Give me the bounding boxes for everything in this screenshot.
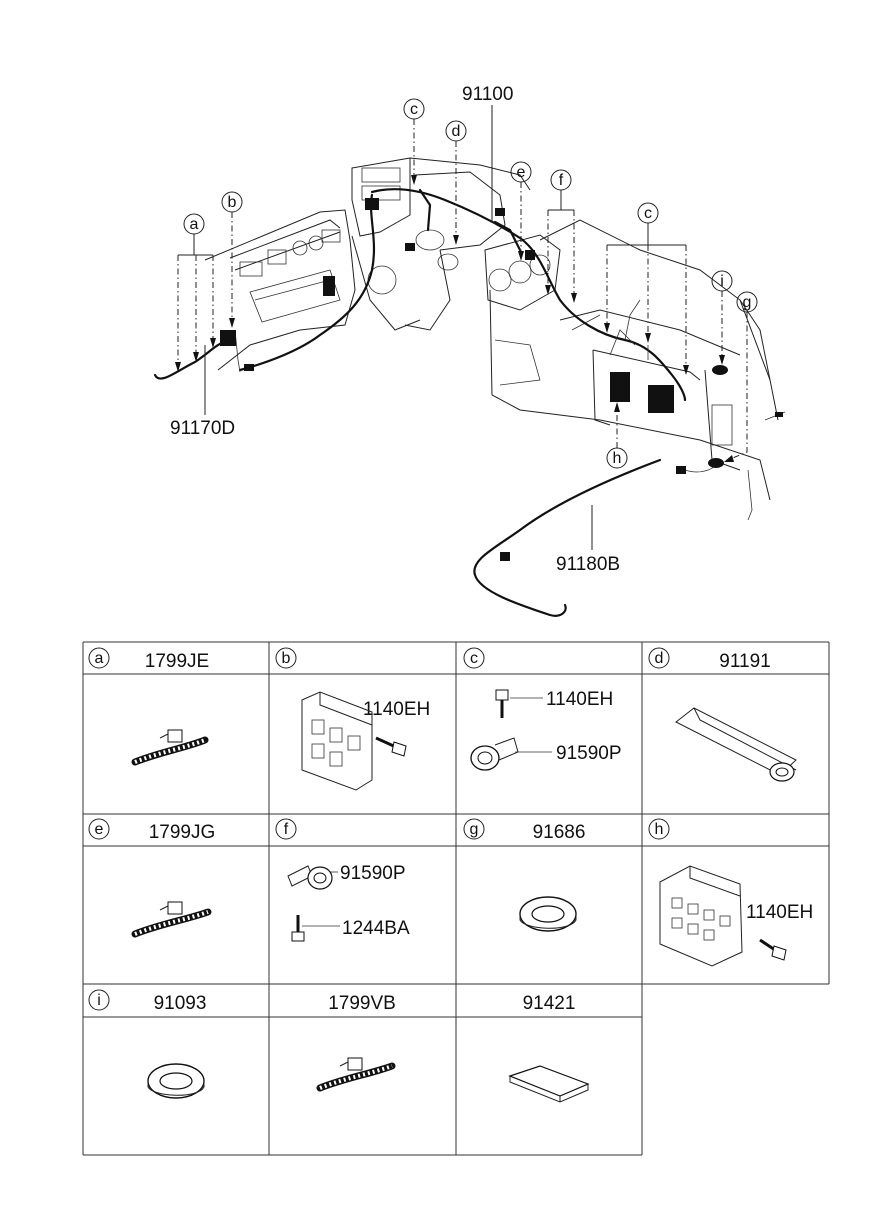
cell-91421: 91421 — [508, 993, 590, 1103]
cell-d: d 91191 — [648, 647, 797, 782]
cell-e: e 1799JG — [88, 818, 216, 938]
cell-h: h 1140EH — [648, 818, 813, 967]
cell-letter: h — [655, 821, 664, 838]
cable-tie-icon — [131, 901, 212, 938]
part-number: 91421 — [523, 993, 576, 1014]
junction-block-icon — [659, 865, 743, 967]
grommet-icon — [147, 1063, 205, 1099]
part-number: 91590P — [556, 743, 622, 764]
callout-c-right: c — [644, 205, 652, 222]
part-number: 1799JE — [145, 651, 209, 672]
callout-c-top: c — [410, 101, 418, 118]
wire-harnesses — [153, 188, 783, 617]
part-number: 1140EH — [363, 699, 430, 720]
cell-1799vb: 1799VB — [316, 993, 396, 1092]
cell-letter: a — [95, 650, 104, 667]
label-91100: 91100 — [462, 84, 513, 105]
cell-g: g 91686 — [463, 818, 586, 932]
part-number: 1244BA — [342, 918, 410, 939]
callout-g: g — [743, 294, 752, 311]
part-number: 91093 — [154, 993, 207, 1014]
cell-letter: c — [470, 650, 478, 667]
cell-letter: e — [95, 821, 104, 838]
part-number: 1799JG — [149, 822, 216, 843]
clamp-icon — [287, 865, 333, 890]
cell-letter: g — [470, 821, 479, 838]
cell-letter: b — [282, 650, 291, 667]
label-91180B: 91180B — [556, 554, 620, 575]
parts-table — [82, 641, 830, 1156]
protector-tube-icon — [675, 707, 797, 782]
grommet-icon — [519, 896, 577, 932]
relay-bracket-icon — [301, 691, 373, 791]
callouts: a b c d e f — [175, 98, 758, 550]
part-number: 91191 — [719, 651, 770, 672]
callout-h: h — [613, 450, 622, 467]
cable-tie-icon — [316, 1057, 396, 1092]
cell-c: c 1140EH 91590P — [463, 647, 622, 771]
cell-i: i 91093 — [88, 989, 207, 1099]
callout-d: d — [452, 123, 461, 140]
bolt-icon — [291, 915, 305, 942]
part-number: 91686 — [533, 822, 586, 843]
cell-b: b 1140EH — [275, 647, 430, 791]
cell-a: a 1799JE — [88, 647, 209, 766]
cell-letter: d — [655, 650, 664, 667]
dashboard-illustration — [204, 157, 786, 521]
pad-icon — [508, 1065, 590, 1103]
callout-f: f — [559, 172, 564, 189]
bolt-icon — [495, 689, 509, 718]
callout-a: a — [190, 216, 199, 233]
cable-tie-icon — [131, 729, 209, 766]
part-number: 91590P — [340, 863, 406, 884]
part-number: 1140EH — [546, 689, 613, 710]
callout-b: b — [228, 194, 237, 211]
bolt-icon — [375, 736, 407, 757]
cell-letter: f — [284, 821, 289, 838]
callout-e: e — [517, 164, 526, 181]
clamp-icon — [470, 737, 519, 771]
label-91170D: 91170D — [170, 418, 235, 439]
cell-letter: i — [97, 992, 101, 1009]
bolt-icon — [759, 938, 787, 961]
part-number: 1799VB — [328, 993, 396, 1014]
cell-f: f 91590P 1244BA — [275, 818, 410, 942]
part-number: 1140EH — [746, 902, 813, 923]
callout-i: i — [720, 273, 724, 290]
